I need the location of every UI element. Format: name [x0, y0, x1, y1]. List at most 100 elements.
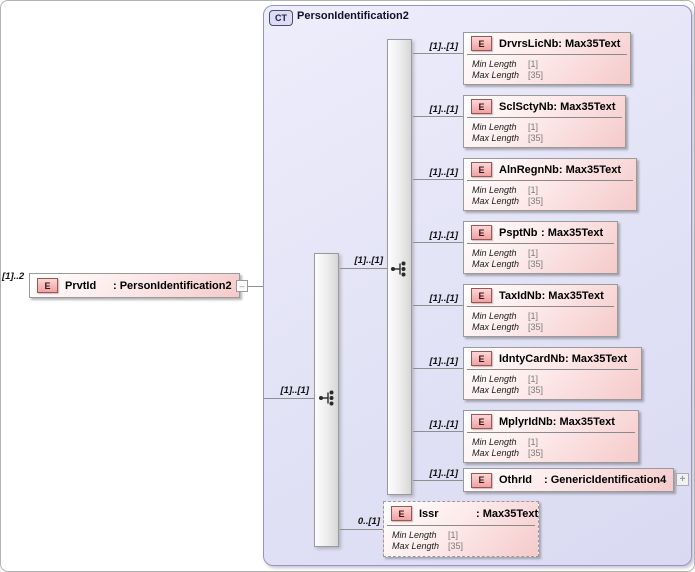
facet-label: Min Length [392, 529, 437, 540]
element-badge-icon: E [391, 506, 412, 521]
facet-value: [1] [528, 373, 539, 384]
facet-value: [1] [528, 184, 539, 195]
element-cardinality-label: [1]..[1] [429, 293, 459, 304]
facet-value: [35] [448, 540, 464, 551]
element-name: DrvrsLicNb [499, 37, 559, 50]
connector-line [340, 268, 393, 269]
element-name: SclSctyNb [499, 100, 554, 113]
element-badge-icon: E [471, 36, 492, 51]
facet-value: [1] [528, 247, 539, 258]
facet-label: Max Length [472, 447, 520, 458]
connector-line [340, 529, 383, 530]
element-cardinality-label: [1]..[1] [429, 167, 459, 178]
element-name: PrvtId [65, 279, 97, 292]
element-cardinality-label: 0..[1] [357, 516, 380, 527]
expand-toggle[interactable]: + [676, 473, 689, 486]
element-idntycardnb[interactable]: E IdntyCardNb : Max35Text Min Length[1] … [463, 347, 642, 400]
element-prvtid[interactable]: E PrvtId : PersonIdentification2 [29, 273, 240, 298]
facet-label: Min Length [472, 436, 517, 447]
facet-value: [1] [528, 436, 539, 447]
connector-line [413, 179, 463, 180]
facet-value: [1] [528, 310, 539, 321]
facet-label: Max Length [472, 195, 520, 206]
outer-sequence-bar[interactable] [314, 253, 339, 547]
element-othrid[interactable]: E OthrId : GenericIdentification4 [463, 468, 674, 492]
element-badge-icon: E [471, 225, 492, 240]
facet-value: [1] [528, 58, 539, 69]
element-type: : Max35Text [553, 100, 616, 113]
connector-line [264, 398, 314, 399]
element-badge-icon: E [471, 288, 492, 303]
element-cardinality-label: [1]..[1] [429, 419, 459, 430]
element-type: : Max35Text [476, 507, 539, 520]
facets-panel: Min Length [1] Max Length [35] [467, 306, 614, 332]
facet-label: Min Length [472, 184, 517, 195]
facet-label: Min Length [472, 310, 517, 321]
element-name: PsptNb [499, 226, 538, 239]
element-name: TaxIdNb [499, 289, 542, 302]
sequence-icon [319, 390, 334, 406]
facet-label: Max Length [392, 540, 440, 551]
facet-label: Max Length [472, 321, 520, 332]
facet-label: Max Length [472, 258, 520, 269]
element-badge-icon: E [471, 351, 492, 366]
facets-panel: Min Length [1] Max Length [35] [467, 432, 635, 458]
element-name: Issr [419, 507, 439, 520]
element-badge-icon: E [471, 99, 492, 114]
element-badge-icon: E [471, 472, 492, 488]
facets-panel: Min Length[1] Max Length[35] [467, 369, 638, 395]
facet-label: Max Length [472, 384, 520, 395]
element-sclsctynb[interactable]: E SclSctyNb : Max35Text Min Length[1] Ma… [463, 95, 626, 148]
element-type: : Max35Text [558, 163, 622, 176]
connector-line [413, 480, 463, 481]
element-cardinality-label: [1]..[1] [429, 230, 459, 241]
element-badge-icon: E [471, 414, 492, 429]
outer-group-cardinality-label: [1]..[1] [280, 385, 310, 396]
element-type: : PersonIdentification2 [113, 279, 232, 292]
facets-panel: Min Length [1] Max Length [35] [467, 243, 614, 269]
collapse-toggle[interactable]: – [236, 280, 248, 292]
connector-line [413, 431, 463, 432]
element-type: : Max35Text [541, 226, 604, 239]
element-type: : Max35Text [565, 352, 628, 365]
element-badge-icon: E [471, 162, 492, 177]
facet-value: [35] [528, 447, 544, 458]
facets-panel: Min Length[1] Max Length[35] [467, 180, 633, 206]
element-issr[interactable]: E Issr : Max35Text Min Length[1] Max Len… [383, 501, 539, 557]
element-cardinality-label: [1]..[1] [429, 104, 459, 115]
element-mplyridnb[interactable]: E MplyrIdNb : Max35Text Min Length [1] Ma… [463, 410, 639, 463]
element-cardinality-label: [1]..[1] [429, 356, 459, 367]
complex-type-title: PersonIdentification2 [297, 10, 409, 22]
element-cardinality-label: [1]..[1] [429, 41, 459, 52]
element-cardinality-label: [1]..[1] [429, 468, 459, 479]
element-type: : Max35Text [558, 37, 621, 50]
element-type: : GenericIdentification4 [544, 474, 667, 486]
connector-line [413, 116, 463, 117]
element-name: MplyrIdNb [499, 415, 553, 428]
complex-type-badge-icon: CT [269, 10, 293, 26]
facet-label: Min Length [472, 58, 517, 69]
facet-label: Max Length [472, 132, 520, 143]
element-psptnb[interactable]: E PsptNb : Max35Text Min Length [1] Max L… [463, 221, 618, 274]
element-badge-icon: E [37, 278, 58, 293]
facets-panel: Min Length[1] Max Length[35] [387, 525, 535, 551]
element-type: : Max35Text [541, 289, 604, 302]
facet-label: Min Length [472, 247, 517, 258]
element-name: OthrId [499, 474, 532, 486]
element-type: : Max35Text [552, 415, 615, 428]
element-name: AlnRegnNb [499, 163, 559, 176]
facet-value: [35] [528, 69, 544, 80]
element-name: IdntyCardNb [499, 352, 565, 365]
facets-panel: Min Length[1] Max Length[35] [467, 117, 622, 143]
element-taxidnb[interactable]: E TaxIdNb : Max35Text Min Length [1] Max … [463, 284, 618, 337]
connector-line [248, 286, 263, 287]
facet-label: Min Length [472, 373, 517, 384]
facet-value: [35] [528, 321, 544, 332]
connector-line [413, 305, 463, 306]
element-drvrslicnb[interactable]: E DrvrsLicNb : Max35Text Min Length[1] M… [463, 32, 631, 85]
facet-value: [35] [528, 132, 544, 143]
facet-value: [35] [528, 258, 544, 269]
inner-group-cardinality-label: [1]..[1] [354, 255, 384, 266]
element-alnregnnb[interactable]: E AlnRegnNb : Max35Text Min Length [1] Ma… [463, 158, 637, 211]
